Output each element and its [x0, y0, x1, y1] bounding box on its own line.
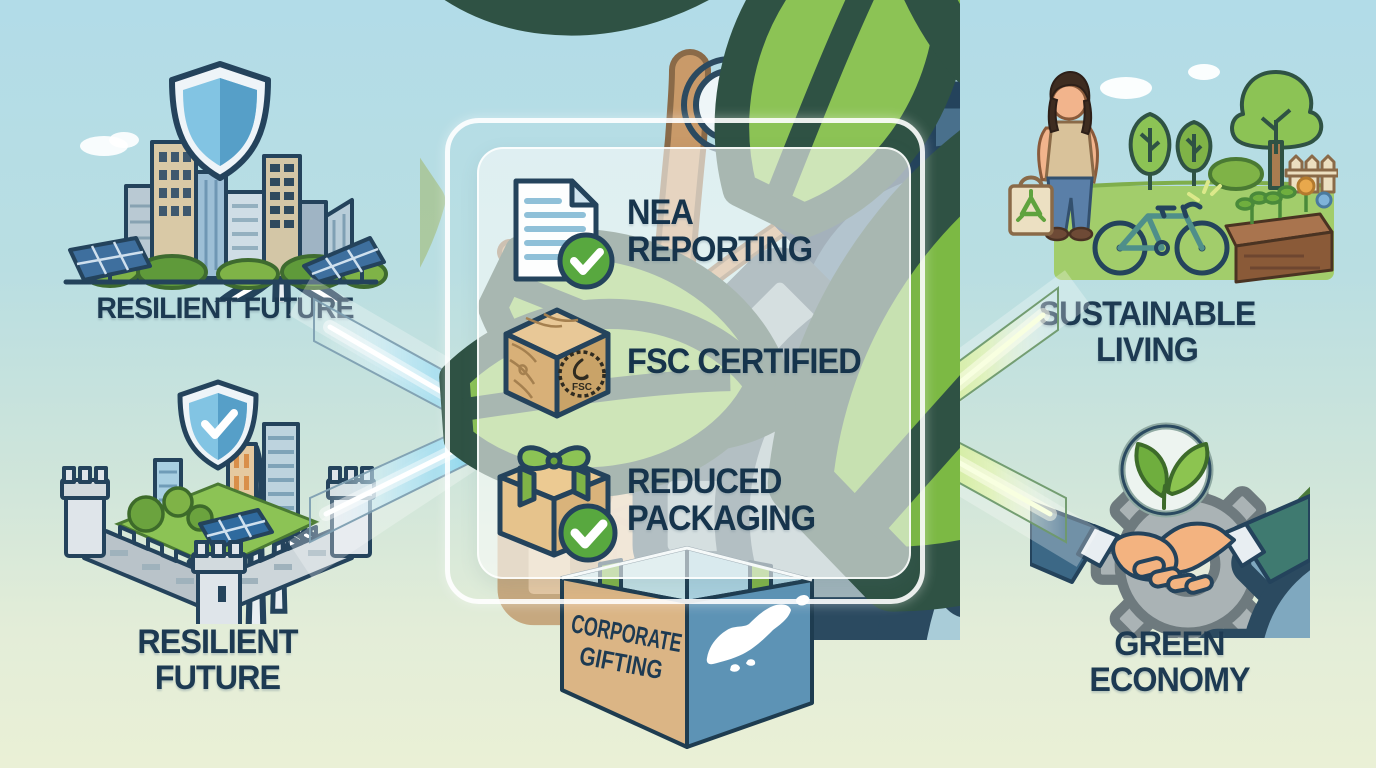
bicycle-icon — [1092, 201, 1230, 276]
gift-box-check-icon — [487, 437, 627, 565]
panel-row-fsc-certified: FSC FSC CERTIFIED — [487, 301, 901, 423]
panel-row-reduced-packaging: REDUCED PACKAGING — [487, 433, 901, 569]
recycle-bag-icon — [1008, 175, 1054, 236]
green-economy-illustration — [1030, 422, 1310, 638]
panel-item-label: NEA REPORTING — [627, 193, 813, 269]
shield-check-icon — [177, 379, 259, 471]
svg-text:FSC: FSC — [572, 382, 592, 393]
solar-panel-icon — [68, 236, 386, 284]
quadrant-label-green-economy: GREEN ECONOMY — [1089, 625, 1250, 700]
quadrant-label-resilient-future-bottom: RESILIENT FUTURE — [137, 623, 298, 698]
panel-item-label: FSC CERTIFIED — [627, 341, 862, 381]
sustainable-living-illustration — [1008, 64, 1338, 284]
panel-outer-border — [445, 118, 925, 604]
quadrant-label-sustainable-living: SUSTAINABLE LIVING — [1038, 295, 1257, 370]
document-check-icon — [487, 171, 627, 293]
fsc-stamp: FSC — [558, 350, 606, 398]
corporate-gifting-box: CORPORATE GIFTING — [560, 546, 814, 749]
leaf-icon — [1134, 442, 1210, 510]
shield-icon — [169, 61, 271, 181]
bush-icon — [1208, 157, 1264, 191]
eco-city-shield-illustration — [63, 61, 388, 302]
solar-panel-icon — [198, 508, 274, 550]
fence-icon — [1284, 154, 1338, 194]
garden-bed-icon — [1224, 176, 1334, 284]
recycle-icon — [1019, 195, 1043, 217]
person-with-bag-icon — [1008, 70, 1099, 242]
tree-icon — [127, 486, 214, 533]
grass-sparkle — [1187, 180, 1222, 202]
panel-row-nea-reporting: NEA REPORTING — [487, 167, 901, 297]
panel-item-label: REDUCED PACKAGING — [627, 462, 816, 538]
quadrant-label-resilient-future-top: RESILIENT FUTURE — [96, 292, 354, 325]
tree-icon — [1128, 70, 1324, 190]
wooden-fsc-crate-icon: FSC — [487, 304, 627, 420]
benefits-panel: NEA REPORTING — [477, 147, 911, 579]
